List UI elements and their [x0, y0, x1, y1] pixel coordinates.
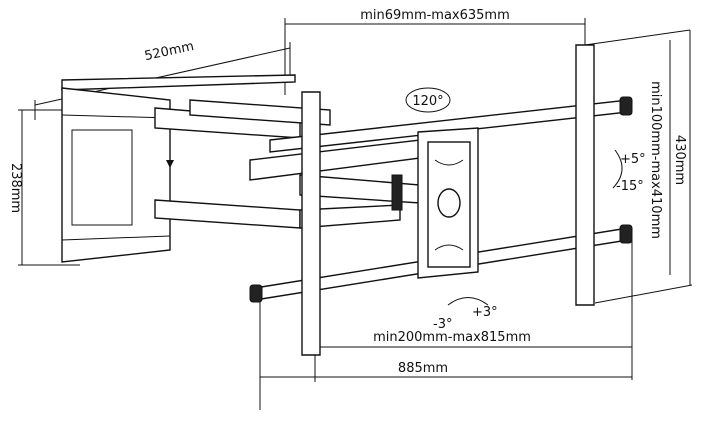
wall-plate-height-label: 238mm [8, 163, 23, 213]
level-minus-label: -3° [433, 317, 452, 332]
dimension-lines [18, 18, 693, 410]
vertical-rails [301, 44, 595, 356]
tilt-up-label: +5° [620, 152, 646, 167]
rail-height-label: 430mm [672, 135, 687, 185]
tilt-down-label: -15° [616, 179, 644, 194]
vesa-vertical-label: min100mm-max410mm [648, 81, 663, 239]
vesa-horizontal-label: min200mm-max815mm [373, 330, 531, 345]
wall-plate-width-label: 520mm [143, 39, 195, 64]
center-tilt-plate [417, 127, 479, 279]
swivel-angle-label: 120° [412, 94, 443, 109]
tilt-arrow-icon [612, 149, 623, 189]
level-plus-label: +3° [472, 305, 498, 320]
wall-plate [61, 74, 296, 263]
total-width-label: 885mm [398, 361, 448, 376]
swing-arms [154, 99, 421, 229]
arm-extension-label: min69mm-max635mm [360, 8, 510, 23]
swivel-arrow-icon [405, 87, 451, 113]
arrow-up-icon [166, 160, 174, 168]
level-arrow-icon [447, 297, 489, 306]
